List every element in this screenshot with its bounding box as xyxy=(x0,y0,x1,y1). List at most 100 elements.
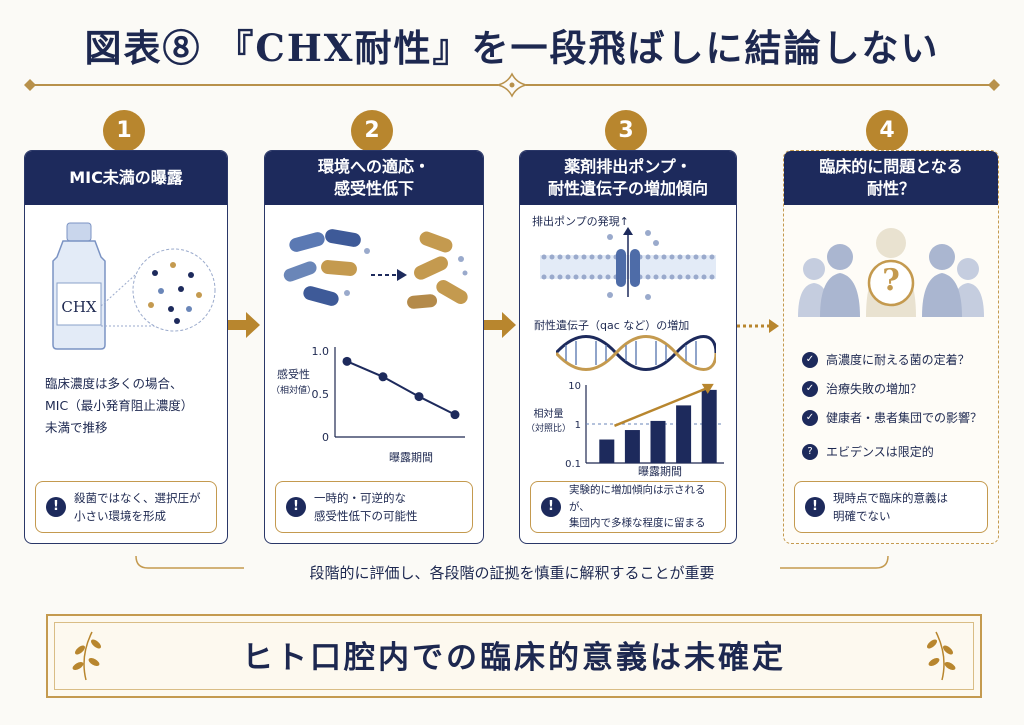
bar xyxy=(650,420,666,463)
pump-label: 排出ポンプの発現↑ xyxy=(532,215,629,228)
step-3-note-line-2: 集団内で多様な程度に留まる xyxy=(569,517,706,530)
chart-3-xlabel: 曝露期間 xyxy=(638,465,682,478)
question-item-4-text: エビデンスは限定的 xyxy=(826,445,934,459)
population-group-icon xyxy=(798,228,984,317)
question-item-2: ✓ 治療失敗の増加？ xyxy=(802,380,922,397)
step-3-header: 薬剤排出ポンプ・ 耐性遺伝子の増加傾向 xyxy=(520,151,736,205)
sensitivity-line-chart: 1.0 0.5 0 xyxy=(312,345,465,444)
step-number-1: 1 xyxy=(103,110,145,152)
laurel-right-icon xyxy=(927,631,956,681)
step-card-4: 臨床的に問題となる 耐性？ ? ✓ 高濃度に耐える菌の定着？ ✓ 治療失敗の増加… xyxy=(783,150,999,544)
check-icon: ✓ xyxy=(802,380,818,397)
step-2-header: 環境への適応・ 感受性低下 xyxy=(265,151,483,205)
step-3-note-line-1: 実験的に増加傾向は示されるが、 xyxy=(569,483,706,513)
step-number-3: 3 xyxy=(605,110,647,152)
chart-3-ylabel: 相対量 （対照比） xyxy=(526,407,571,437)
data-point xyxy=(414,392,424,402)
step-2-note: ! 一時的・可逆的な 感受性低下の可能性 xyxy=(275,481,473,533)
chx-bottle-label: CHX xyxy=(61,298,97,316)
efflux-pump-membrane-icon xyxy=(540,227,716,300)
laurel-left-icon xyxy=(72,631,101,681)
exclamation-icon: ! xyxy=(541,497,561,517)
question-item-2-text: 治療失敗の増加？ xyxy=(826,382,923,396)
page-title: 図表⑧ 『CHX耐性』を一段飛ばしに結論しない xyxy=(84,26,940,70)
arrow-2-to-3-icon xyxy=(484,312,516,338)
divider-end-right-icon xyxy=(988,79,1000,91)
chart-3-ylabel-line-2: （対照比） xyxy=(526,424,572,434)
step-2-header-line-1: 環境への適応・ xyxy=(317,157,430,177)
data-point xyxy=(450,410,460,420)
chart-2-xlabel: 曝露期間 xyxy=(389,451,433,464)
banner-inner-border xyxy=(54,622,974,690)
step-3-note: ! 実験的に増加傾向は示されるが、 集団内で多様な程度に留まる xyxy=(530,481,726,533)
step-4-header-line-2: 耐性？ xyxy=(866,179,915,198)
step-card-2: 環境への適応・ 感受性低下 感受性 （相対値） 1.0 0.5 0 曝露期間 ! 一… xyxy=(264,150,484,544)
chart-3-ylabel-line-1: 相対量 xyxy=(533,409,564,420)
trend-arrow-head xyxy=(701,383,714,394)
resistance-gene-bar-chart: 10 1 0.1 xyxy=(565,381,724,470)
y-tick-label: 0 xyxy=(322,431,329,444)
question-mark-text: ? xyxy=(882,263,900,298)
step-1-header-text: MIC未満の曝露 xyxy=(69,168,183,188)
data-point xyxy=(378,372,388,382)
question-item-3-text: 健康者・患者集団での影響？ xyxy=(826,411,983,425)
step-4-note-line-2: 明確でない xyxy=(833,509,891,523)
bar xyxy=(599,439,615,463)
step-1-body-line-1: 臨床濃度は多くの場合、 xyxy=(45,376,183,391)
step-3-header-line-1: 薬剤排出ポンプ・ xyxy=(564,157,692,177)
bacteria-transition-icon xyxy=(283,229,468,309)
bottom-bracket-icon xyxy=(135,556,889,569)
question-item-1-text: 高濃度に耐える菌の定着？ xyxy=(826,353,970,367)
trend-arrow xyxy=(614,386,709,427)
step-card-3: 薬剤排出ポンプ・ 耐性遺伝子の増加傾向 排出ポンプの発現↑ 耐性遺伝子（qac … xyxy=(519,150,737,544)
y-tick-label: 10 xyxy=(568,381,581,392)
chart-2-ylabel-line-2: （相対値） xyxy=(271,386,317,396)
conclusion-banner: ヒト口腔内での臨床的意義は未確定 xyxy=(46,614,982,698)
title-divider-left xyxy=(30,84,498,86)
step-2-note-line-1: 一時的・可逆的な xyxy=(314,490,406,505)
y-tick-label: 1.0 xyxy=(312,345,330,358)
data-point xyxy=(342,356,352,366)
step-number-4: 4 xyxy=(866,110,908,152)
question-item-4: ? エビデンスは限定的 xyxy=(802,443,934,460)
check-icon: ✓ xyxy=(802,351,818,368)
chart-2-ylabel-line-1: 感受性 xyxy=(277,368,310,381)
y-tick-label: 1 xyxy=(575,420,581,431)
step-3-header-line-2: 耐性遺伝子の増加傾向 xyxy=(547,179,708,198)
step-4-header-line-1: 臨床的に問題となる xyxy=(819,157,963,177)
question-item-1: ✓ 高濃度に耐える菌の定着？ xyxy=(802,351,970,368)
step-1-body-line-2: MIC（最小発育阻止濃度） xyxy=(45,398,194,413)
step-1-note: ! 殺菌ではなく、選択圧が 小さい環境を形成 xyxy=(35,481,217,533)
exclamation-icon: ! xyxy=(805,497,825,517)
title-divider-right xyxy=(526,84,994,86)
step-2-note-line-2: 感受性低下の可能性 xyxy=(314,509,418,523)
exclamation-icon: ! xyxy=(286,497,306,517)
step-4-note-line-1: 現時点で臨床的意義は xyxy=(833,490,948,505)
y-tick-label: 0.1 xyxy=(565,459,581,470)
bottom-note: 段階的に評価し、各段階の証拠を慎重に解釈することが重要 xyxy=(309,564,715,582)
arrow-1-to-2-icon xyxy=(228,312,260,338)
bar xyxy=(701,389,717,463)
chx-bottle-icon xyxy=(52,222,106,350)
y-tick-label: 0.5 xyxy=(312,388,330,401)
step-1-note-line-1: 殺菌ではなく、選択圧が xyxy=(74,490,201,505)
question-icon: ? xyxy=(802,443,818,460)
check-icon: ✓ xyxy=(802,409,818,426)
step-1-body-line-3: 未満で推移 xyxy=(45,420,108,435)
exclamation-icon: ! xyxy=(46,497,66,517)
conclusion-text: ヒト口腔内での臨床的意義は未確定 xyxy=(242,640,786,676)
divider-end-left-icon xyxy=(24,79,36,91)
arrow-3-to-4-icon xyxy=(737,319,779,333)
step-2-header-line-2: 感受性低下 xyxy=(333,179,414,198)
bar xyxy=(676,405,692,463)
step-4-header: 臨床的に問題となる 耐性？ xyxy=(784,151,998,205)
step-1-note-line-2: 小さい環境を形成 xyxy=(74,509,166,523)
dna-helix-icon xyxy=(556,335,716,371)
step-number-2: 2 xyxy=(351,110,393,152)
gene-label: 耐性遺伝子（qac など）の増加 xyxy=(534,319,690,332)
sensitivity-line xyxy=(346,360,456,416)
bar xyxy=(624,430,640,463)
step-4-note: ! 現時点で臨床的意義は 明確でない xyxy=(794,481,988,533)
step-1-header: MIC未満の曝露 xyxy=(25,151,227,205)
chart-2-ylabel: 感受性 （相対値） xyxy=(271,367,316,399)
